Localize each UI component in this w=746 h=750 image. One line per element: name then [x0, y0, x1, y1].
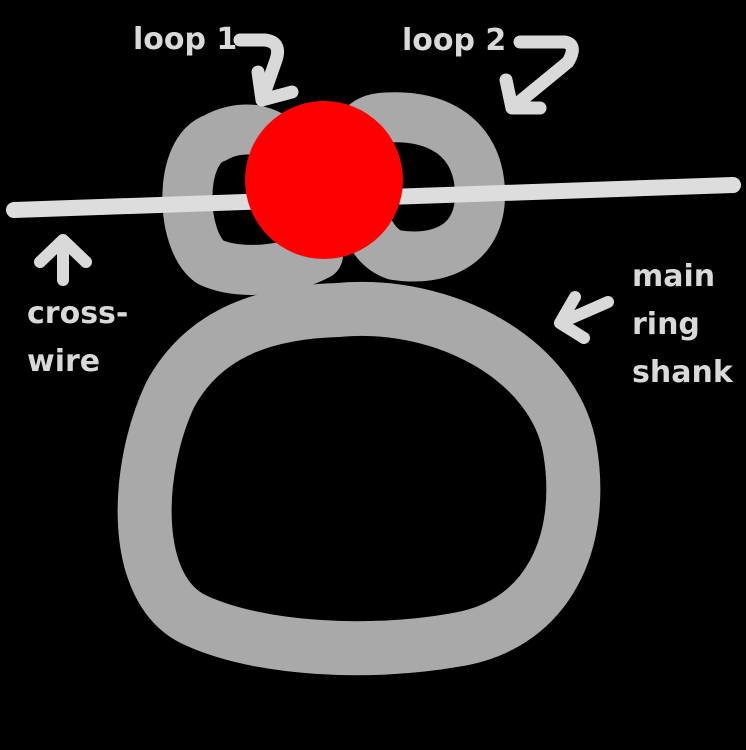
shank-label: main ring shank [632, 253, 733, 397]
crosswire-arrow [34, 234, 92, 286]
shank-label-line-3: shank [632, 355, 733, 390]
crosswire-label-line-2: wire [27, 344, 101, 379]
shank-arrow [554, 291, 614, 344]
loop2-arrow [499, 35, 579, 115]
shank-label-line-1: main [632, 259, 716, 294]
red-bead [245, 101, 403, 259]
loop2-label: loop 2 [402, 23, 507, 58]
crosswire-label-line-1: cross- [27, 296, 129, 331]
main-ring-shank [117, 281, 601, 676]
loop1-arrow [233, 33, 299, 107]
shank-label-line-2: ring [632, 307, 700, 342]
loop1-label: loop 1 [133, 22, 238, 57]
crosswire-label: cross- wire [27, 290, 128, 386]
